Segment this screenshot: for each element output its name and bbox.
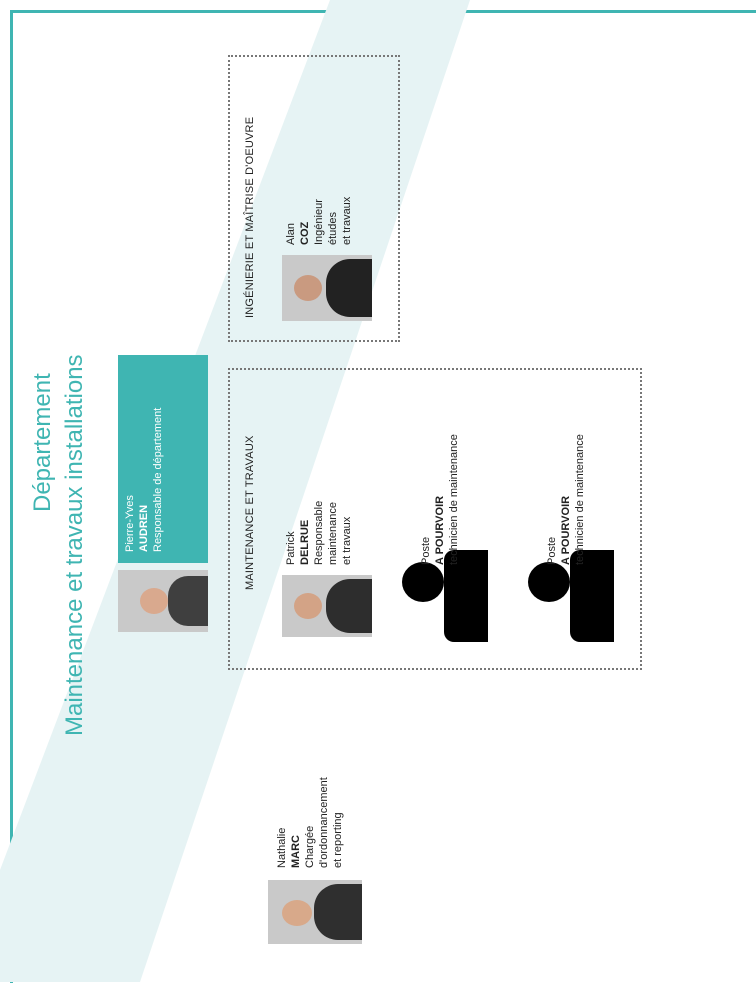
head-card [118, 355, 208, 563]
poste1-role: technicien de maintenance [448, 434, 460, 565]
section-maintenance [228, 368, 642, 670]
poste2-first: Poste [546, 536, 558, 565]
patrick-role3: et travaux [341, 516, 353, 565]
poste1-first: Poste [420, 536, 432, 565]
nathalie-role1: Chargée [304, 825, 316, 868]
patrick-role1: Responsable [313, 500, 325, 565]
avatar-placeholder-1 [402, 550, 488, 642]
poste2-last: A POURVOIR [560, 495, 572, 565]
nathalie-last: MARC [290, 835, 302, 868]
title-line1: Département [29, 373, 56, 512]
alan-first: Alan [285, 222, 297, 245]
patrick-role2: maintenance [327, 502, 339, 565]
avatar-patrick [282, 575, 372, 637]
alan-role3: et travaux [341, 196, 353, 245]
avatar-placeholder-2 [528, 550, 614, 642]
avatar-pierre-yves [118, 570, 208, 632]
avatar-alan [282, 255, 372, 321]
nathalie-first: Nathalie [276, 827, 288, 868]
section-ingenierie-label: INGÉNIERIE ET MAÎTRISE D'OEUVRE [244, 116, 256, 318]
poste2-role: technicien de maintenance [574, 434, 586, 565]
head-role: Responsable de département [152, 407, 164, 552]
head-last: AUDREN [138, 504, 150, 552]
poste1-last: A POURVOIR [434, 495, 446, 565]
patrick-first: Patrick [285, 531, 297, 565]
section-maintenance-label: MAINTENANCE ET TRAVAUX [244, 435, 256, 590]
alan-role1: Ingénieur [313, 199, 325, 245]
section-ingenierie [228, 55, 400, 342]
head-first: Pierre-Yves [124, 495, 136, 552]
title-line2: Maintenance et travaux installations [61, 354, 88, 736]
nathalie-role3: et reporting [332, 812, 344, 868]
nathalie-role2: d'ordonnancement [318, 777, 330, 868]
patrick-last: DELRUE [299, 519, 311, 565]
alan-role2: études [327, 211, 339, 245]
avatar-nathalie [268, 880, 362, 944]
alan-last: COZ [299, 221, 311, 245]
